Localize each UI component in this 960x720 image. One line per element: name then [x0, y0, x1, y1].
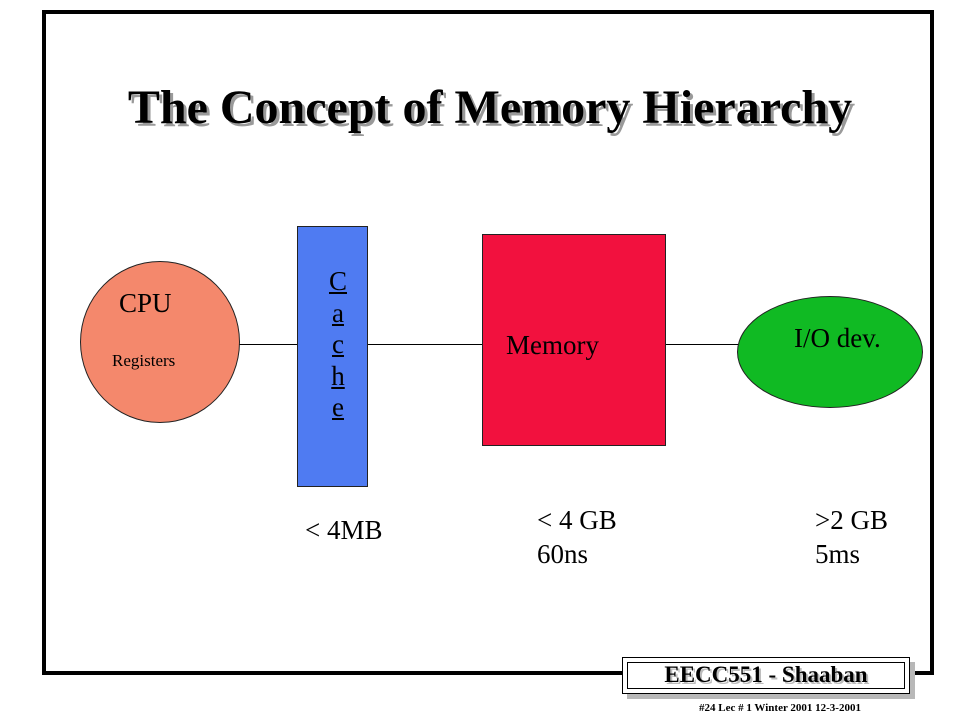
slide-title: The Concept of Memory Hierarchy [127, 81, 853, 134]
cache-size-stat: < 4MB [305, 513, 383, 547]
io-size-text: >2 GB [815, 505, 888, 535]
memory-label: Memory [506, 330, 599, 360]
cache-letter: a [332, 297, 344, 328]
course-badge: EECC551 - Shaaban [622, 657, 910, 694]
memory-size-text: < 4 GB [537, 505, 617, 535]
cpu-label: CPU [119, 288, 172, 318]
io-device-label: I/O dev. [794, 323, 881, 353]
cache-letter: C [328, 266, 347, 296]
cpu-cache-connector [238, 344, 298, 345]
memory-io-connector [665, 344, 739, 345]
course-badge-text: EECC551 - Shaaban [664, 662, 868, 687]
memory-block [482, 234, 666, 446]
cache-label: C a c h e [318, 266, 358, 424]
cache-letter: e [332, 392, 344, 422]
io-stats: >2 GB 5ms [815, 503, 888, 571]
slide-footer: #24 Lec # 1 Winter 2001 12-3-2001 [699, 702, 861, 714]
registers-label: Registers [112, 351, 176, 370]
cache-letter: h [331, 360, 345, 391]
io-latency-text: 5ms [815, 539, 861, 569]
slide-frame [42, 10, 934, 675]
cpu-circle [80, 261, 240, 423]
io-device-ellipse [737, 296, 923, 408]
cache-size-text: < 4MB [305, 515, 383, 545]
memory-stats: < 4 GB 60ns [537, 503, 617, 571]
cache-letter: c [332, 329, 344, 359]
cache-block [297, 226, 368, 487]
memory-latency-text: 60ns [537, 539, 589, 569]
cache-memory-connector [367, 344, 483, 345]
